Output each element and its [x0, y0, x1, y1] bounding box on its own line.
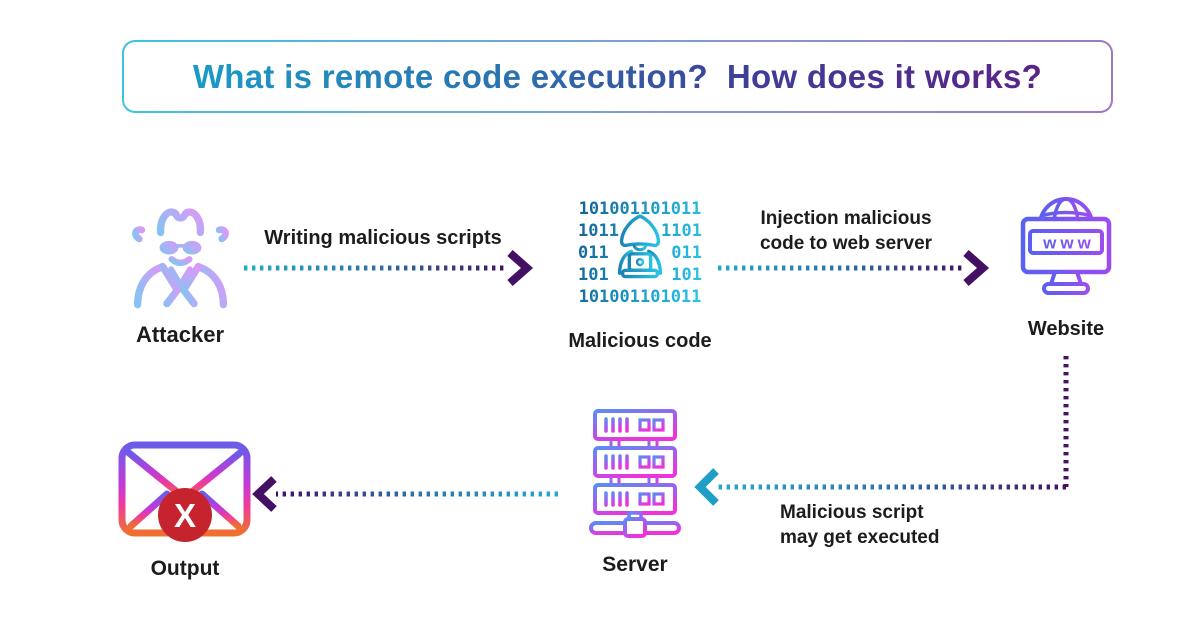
title-box: What is remote code execution? How does …: [122, 40, 1113, 113]
arrowhead-icon: [252, 476, 277, 512]
edge-label-writing-scripts: Writing malicious scripts: [264, 227, 502, 249]
www-text: www: [1042, 234, 1095, 253]
arrow-server-to-output: [252, 476, 558, 512]
arrowhead-icon: [963, 250, 990, 286]
website-label: Website: [1027, 318, 1105, 340]
output-label: Output: [150, 557, 220, 580]
arrow-website-to-server: [694, 356, 1069, 506]
x-icon: X: [174, 497, 196, 534]
blocked-email-icon: X: [118, 441, 251, 542]
arrow-code-to-website: [718, 250, 990, 286]
arrow-attacker-to-code: [244, 250, 534, 286]
edge-label-line: Malicious script: [780, 502, 924, 523]
server-rack-icon: [589, 409, 681, 538]
error-badge: [158, 488, 212, 542]
www-badge: [1028, 229, 1104, 255]
attacker-label: Attacker: [135, 322, 225, 347]
website-monitor-icon: www: [1020, 197, 1112, 295]
edge-label-line: code to web server: [759, 233, 933, 254]
edge-label-injection: Injection malicious code to web server: [721, 206, 971, 256]
edge-label-line: may get executed: [780, 527, 940, 548]
binary-left: 011: [578, 243, 609, 263]
sunglasses-icon: [159, 240, 202, 255]
binary-left: 101: [578, 265, 609, 285]
page-title: What is remote code execution? How does …: [192, 57, 1043, 95]
binary-row: 101001101011: [578, 287, 702, 307]
hooded-hacker-icon: [617, 214, 663, 279]
edge-label-executed: Malicious script may get executed: [780, 500, 1000, 550]
arrowhead-icon: [507, 250, 534, 286]
binary-right: 011: [671, 243, 702, 263]
edge-label-line: Injection malicious: [760, 208, 932, 229]
spy-icon: [132, 208, 229, 309]
server-label: Server: [602, 553, 668, 576]
malicious-code-label: Malicious code: [568, 330, 712, 352]
binary-right: 101: [671, 265, 702, 285]
arrowhead-icon: [694, 468, 719, 506]
